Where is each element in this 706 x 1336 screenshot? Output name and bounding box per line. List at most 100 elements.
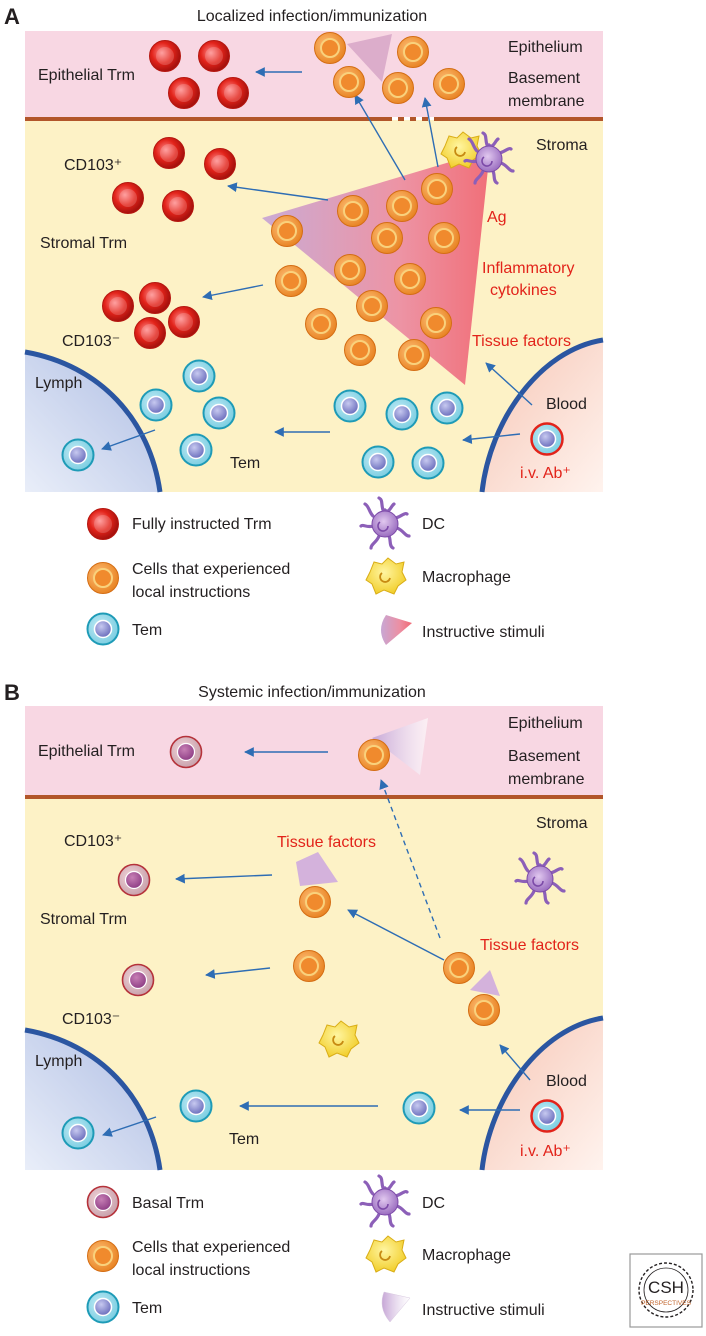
instructed-cell (298, 885, 332, 919)
lymph-label: Lymph (35, 1053, 82, 1070)
instructed-cell (381, 71, 415, 105)
instructed-cell (336, 194, 370, 228)
legend-macrophage: Macrophage (422, 569, 511, 586)
instructed-cell (270, 214, 304, 248)
blood-label: Blood (546, 1073, 587, 1090)
basement-label-1: Basement (508, 70, 581, 87)
instructed-cell (432, 67, 466, 101)
tissue-factors-label-1: Tissue factors (277, 834, 376, 851)
stroma-label: Stroma (536, 137, 588, 154)
cd103-pos-label: CD103⁺ (64, 157, 122, 174)
basal-trm-cell (117, 863, 151, 897)
ag-label: Ag (487, 209, 507, 226)
stromal-trm-label: Stromal Trm (40, 911, 127, 928)
tem-cell (61, 438, 95, 472)
trm-cell (138, 281, 172, 315)
panel-b: B Systemic infection/immunization Epithe… (4, 680, 703, 1328)
legend-dc: DC (422, 1195, 445, 1212)
tem-cell (402, 1091, 436, 1125)
logo-perspectives: PERSPECTIVES (641, 1300, 692, 1307)
tem-cell (361, 445, 395, 479)
inflammatory-label-2: cytokines (490, 282, 557, 299)
panel-a-letter: A (4, 4, 20, 29)
basal-trm-cell (169, 735, 203, 769)
legend-local-1: Cells that experienced (132, 561, 290, 578)
tem-cell (179, 433, 213, 467)
cd103-neg-label: CD103⁻ (62, 333, 120, 350)
stroma-label: Stroma (536, 815, 588, 832)
legend-tem: Tem (132, 622, 162, 639)
tem-cell (202, 396, 236, 430)
panel-b-title: Systemic infection/immunization (198, 684, 426, 701)
blood-vessel (482, 1018, 603, 1170)
instructed-cell (304, 307, 338, 341)
tissue-factors-label: Tissue factors (472, 333, 571, 350)
trm-cell (101, 289, 135, 323)
instructed-cell (355, 289, 389, 323)
trm-cell (167, 305, 201, 339)
iv-ab-label: i.v. Ab⁺ (520, 1143, 571, 1160)
tissue-factors-label-2: Tissue factors (480, 937, 579, 954)
legend-basal: Basal Trm (132, 1195, 204, 1212)
trm-cell (111, 181, 145, 215)
trm-cell (197, 39, 231, 73)
instructed-cell (357, 738, 391, 772)
epithelial-stimuli-wedge (347, 34, 392, 82)
trm-cell (167, 76, 201, 110)
epithelium-layer (25, 706, 603, 795)
tem-cell (182, 359, 216, 393)
epithelium-label: Epithelium (508, 39, 583, 56)
epithelial-stimuli-wedge (372, 718, 428, 775)
instructed-cell (385, 189, 419, 223)
instructed-cell (333, 253, 367, 287)
instructed-cell (419, 306, 453, 340)
instructed-cell (467, 993, 501, 1027)
basement-label-1: Basement (508, 748, 581, 765)
epithelial-trm-label: Epithelial Trm (38, 67, 135, 84)
lymph-vessel (25, 352, 160, 492)
stromal-stimuli-wedge (296, 852, 338, 886)
lymph-vessel (25, 1030, 160, 1170)
instructed-cell (397, 338, 431, 372)
trm-cell (216, 76, 250, 110)
legend-stimuli: Instructive stimuli (422, 1302, 545, 1319)
legend-local-2: local instructions (132, 584, 250, 601)
cd103-neg-label: CD103⁻ (62, 1011, 120, 1028)
cd103-pos-label: CD103⁺ (64, 833, 122, 850)
instructed-cell (274, 264, 308, 298)
epithelial-trm-label: Epithelial Trm (38, 743, 135, 760)
tem-cell (61, 1116, 95, 1150)
panel-a-title: Localized infection/immunization (197, 8, 427, 25)
migration-arrows (101, 67, 533, 451)
migration-arrows (102, 747, 531, 1137)
instructed-cell (427, 221, 461, 255)
inflammatory-label-1: Inflammatory (482, 260, 574, 277)
lymph-label: Lymph (35, 375, 82, 392)
legend-local-1: Cells that experienced (132, 1239, 290, 1256)
legend-b: Basal Trm Cells that experienced local i… (86, 1174, 545, 1324)
legend-macrophage: Macrophage (422, 1247, 511, 1264)
blood-vessel (482, 340, 603, 492)
iv-ab-label: i.v. Ab⁺ (520, 465, 571, 482)
trm-cell (161, 189, 195, 223)
logo-csh: CSH (648, 1278, 684, 1297)
instructed-cell (343, 333, 377, 367)
basement-label-2: membrane (508, 771, 585, 788)
tem-label: Tem (229, 1131, 259, 1148)
instructed-cell (442, 951, 476, 985)
trm-cell (133, 316, 167, 350)
legend-tem: Tem (132, 1300, 162, 1317)
tem-cell (333, 389, 367, 423)
tem-cell (430, 391, 464, 425)
instructed-cell (332, 65, 366, 99)
panel-b-letter: B (4, 680, 20, 705)
blood-tem-cell (530, 1099, 564, 1133)
tem-label: Tem (230, 455, 260, 472)
instructed-cell (370, 221, 404, 255)
epithelium-label: Epithelium (508, 715, 583, 732)
basement-label-2: membrane (508, 93, 585, 110)
blood-label: Blood (546, 396, 587, 413)
basal-trm-cell (121, 963, 155, 997)
blood-tem-cell (530, 422, 564, 456)
